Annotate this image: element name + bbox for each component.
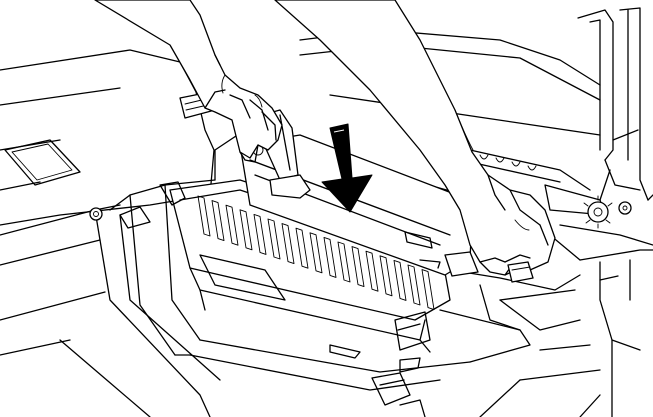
cartridge-slot bbox=[267, 218, 281, 260]
right-hand-icon bbox=[274, 0, 556, 283]
cartridge-slot bbox=[407, 264, 421, 306]
cartridge-well bbox=[109, 119, 581, 391]
cartridge-slot bbox=[281, 223, 295, 265]
cartridge-slot bbox=[323, 236, 337, 278]
cartridge-slot bbox=[421, 269, 435, 311]
drum-cartridge bbox=[89, 179, 451, 359]
cartridge-slot bbox=[225, 204, 239, 246]
cartridge-slot bbox=[295, 227, 309, 269]
gear-icon bbox=[583, 195, 632, 229]
latch-detail bbox=[371, 357, 426, 417]
cartridge-slot bbox=[365, 250, 379, 292]
cartridge-slot bbox=[309, 232, 323, 274]
cartridge-slot bbox=[239, 209, 253, 251]
cartridge-slot bbox=[393, 259, 407, 301]
cartridge-slot bbox=[211, 200, 225, 242]
left-hand-icon bbox=[94, 0, 283, 163]
printer-body bbox=[0, 7, 653, 417]
cartridge-slot bbox=[253, 213, 267, 255]
cartridge-slot bbox=[379, 255, 393, 297]
cartridge-slot bbox=[197, 195, 211, 237]
cartridge-slots bbox=[197, 195, 435, 311]
cartridge-slot bbox=[337, 241, 351, 283]
cartridge-slot bbox=[351, 246, 365, 288]
down-arrow-icon bbox=[321, 123, 373, 213]
